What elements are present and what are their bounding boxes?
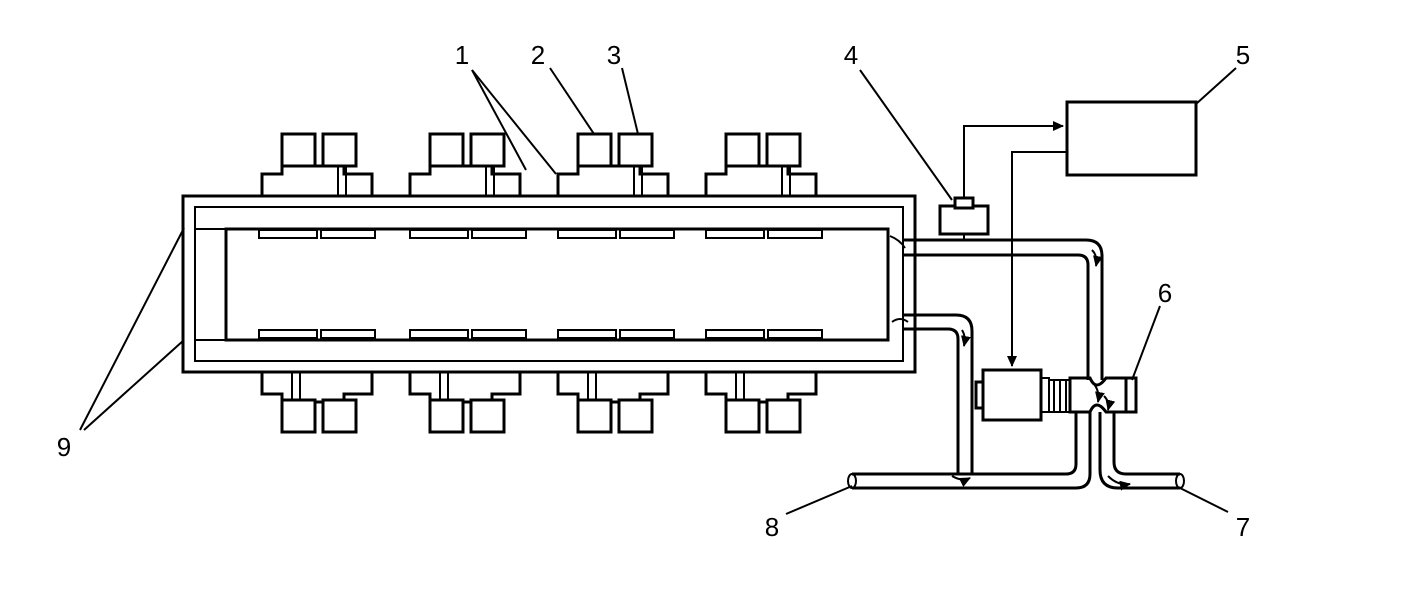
lower-oil-line	[891, 313, 974, 475]
leader-2	[549, 67, 595, 135]
callout-5: 5	[1236, 40, 1250, 70]
leader-5	[1195, 67, 1237, 105]
leader-9b	[83, 339, 185, 431]
callout-2: 2	[531, 40, 545, 70]
leader-7	[1179, 487, 1229, 513]
leader-8	[785, 485, 853, 515]
bottom-lifter-pair	[408, 372, 522, 434]
top-lifter-pair	[704, 132, 818, 196]
outer-gallery	[181, 194, 917, 374]
leader-9a	[79, 227, 185, 431]
bottom-lifter-bores	[258, 329, 823, 339]
callout-1: 1	[455, 40, 469, 70]
callout-leaders	[79, 67, 1237, 515]
top-lifters	[260, 132, 818, 196]
bottom-lifters	[260, 372, 818, 434]
top-lifter-pair	[408, 132, 522, 196]
callout-8: 8	[765, 512, 779, 542]
bottom-lifter-pair	[556, 372, 670, 434]
callout-labels: 1 2 3 4 5 6 7 8 9	[57, 40, 1250, 542]
leader-3	[621, 67, 639, 135]
top-lifter-pair	[260, 132, 374, 196]
leader-1a	[471, 69, 527, 171]
leader-1b	[471, 69, 557, 175]
leader-6	[1131, 305, 1161, 381]
callout-9: 9	[57, 432, 71, 462]
top-lifter-bores	[258, 229, 823, 239]
callout-6: 6	[1158, 278, 1172, 308]
crankcase-core	[224, 227, 890, 342]
upper-oil-line	[889, 235, 1104, 380]
pressure-sensor	[938, 196, 990, 240]
solenoid-command-wire	[1007, 151, 1067, 367]
return-pipes	[847, 412, 1185, 491]
solenoid-valve	[974, 368, 1138, 422]
leader-4	[859, 69, 953, 201]
bottom-lifter-pair	[260, 372, 374, 434]
callout-7: 7	[1236, 512, 1250, 542]
top-lifter-pair	[556, 132, 670, 196]
inner-gallery	[194, 206, 904, 362]
sensor-signal-wire	[963, 121, 1064, 198]
callout-4: 4	[844, 40, 858, 70]
engine-block	[181, 194, 917, 374]
callout-3: 3	[607, 40, 621, 70]
control-module	[1065, 100, 1198, 177]
bottom-lifter-pair	[704, 372, 818, 434]
